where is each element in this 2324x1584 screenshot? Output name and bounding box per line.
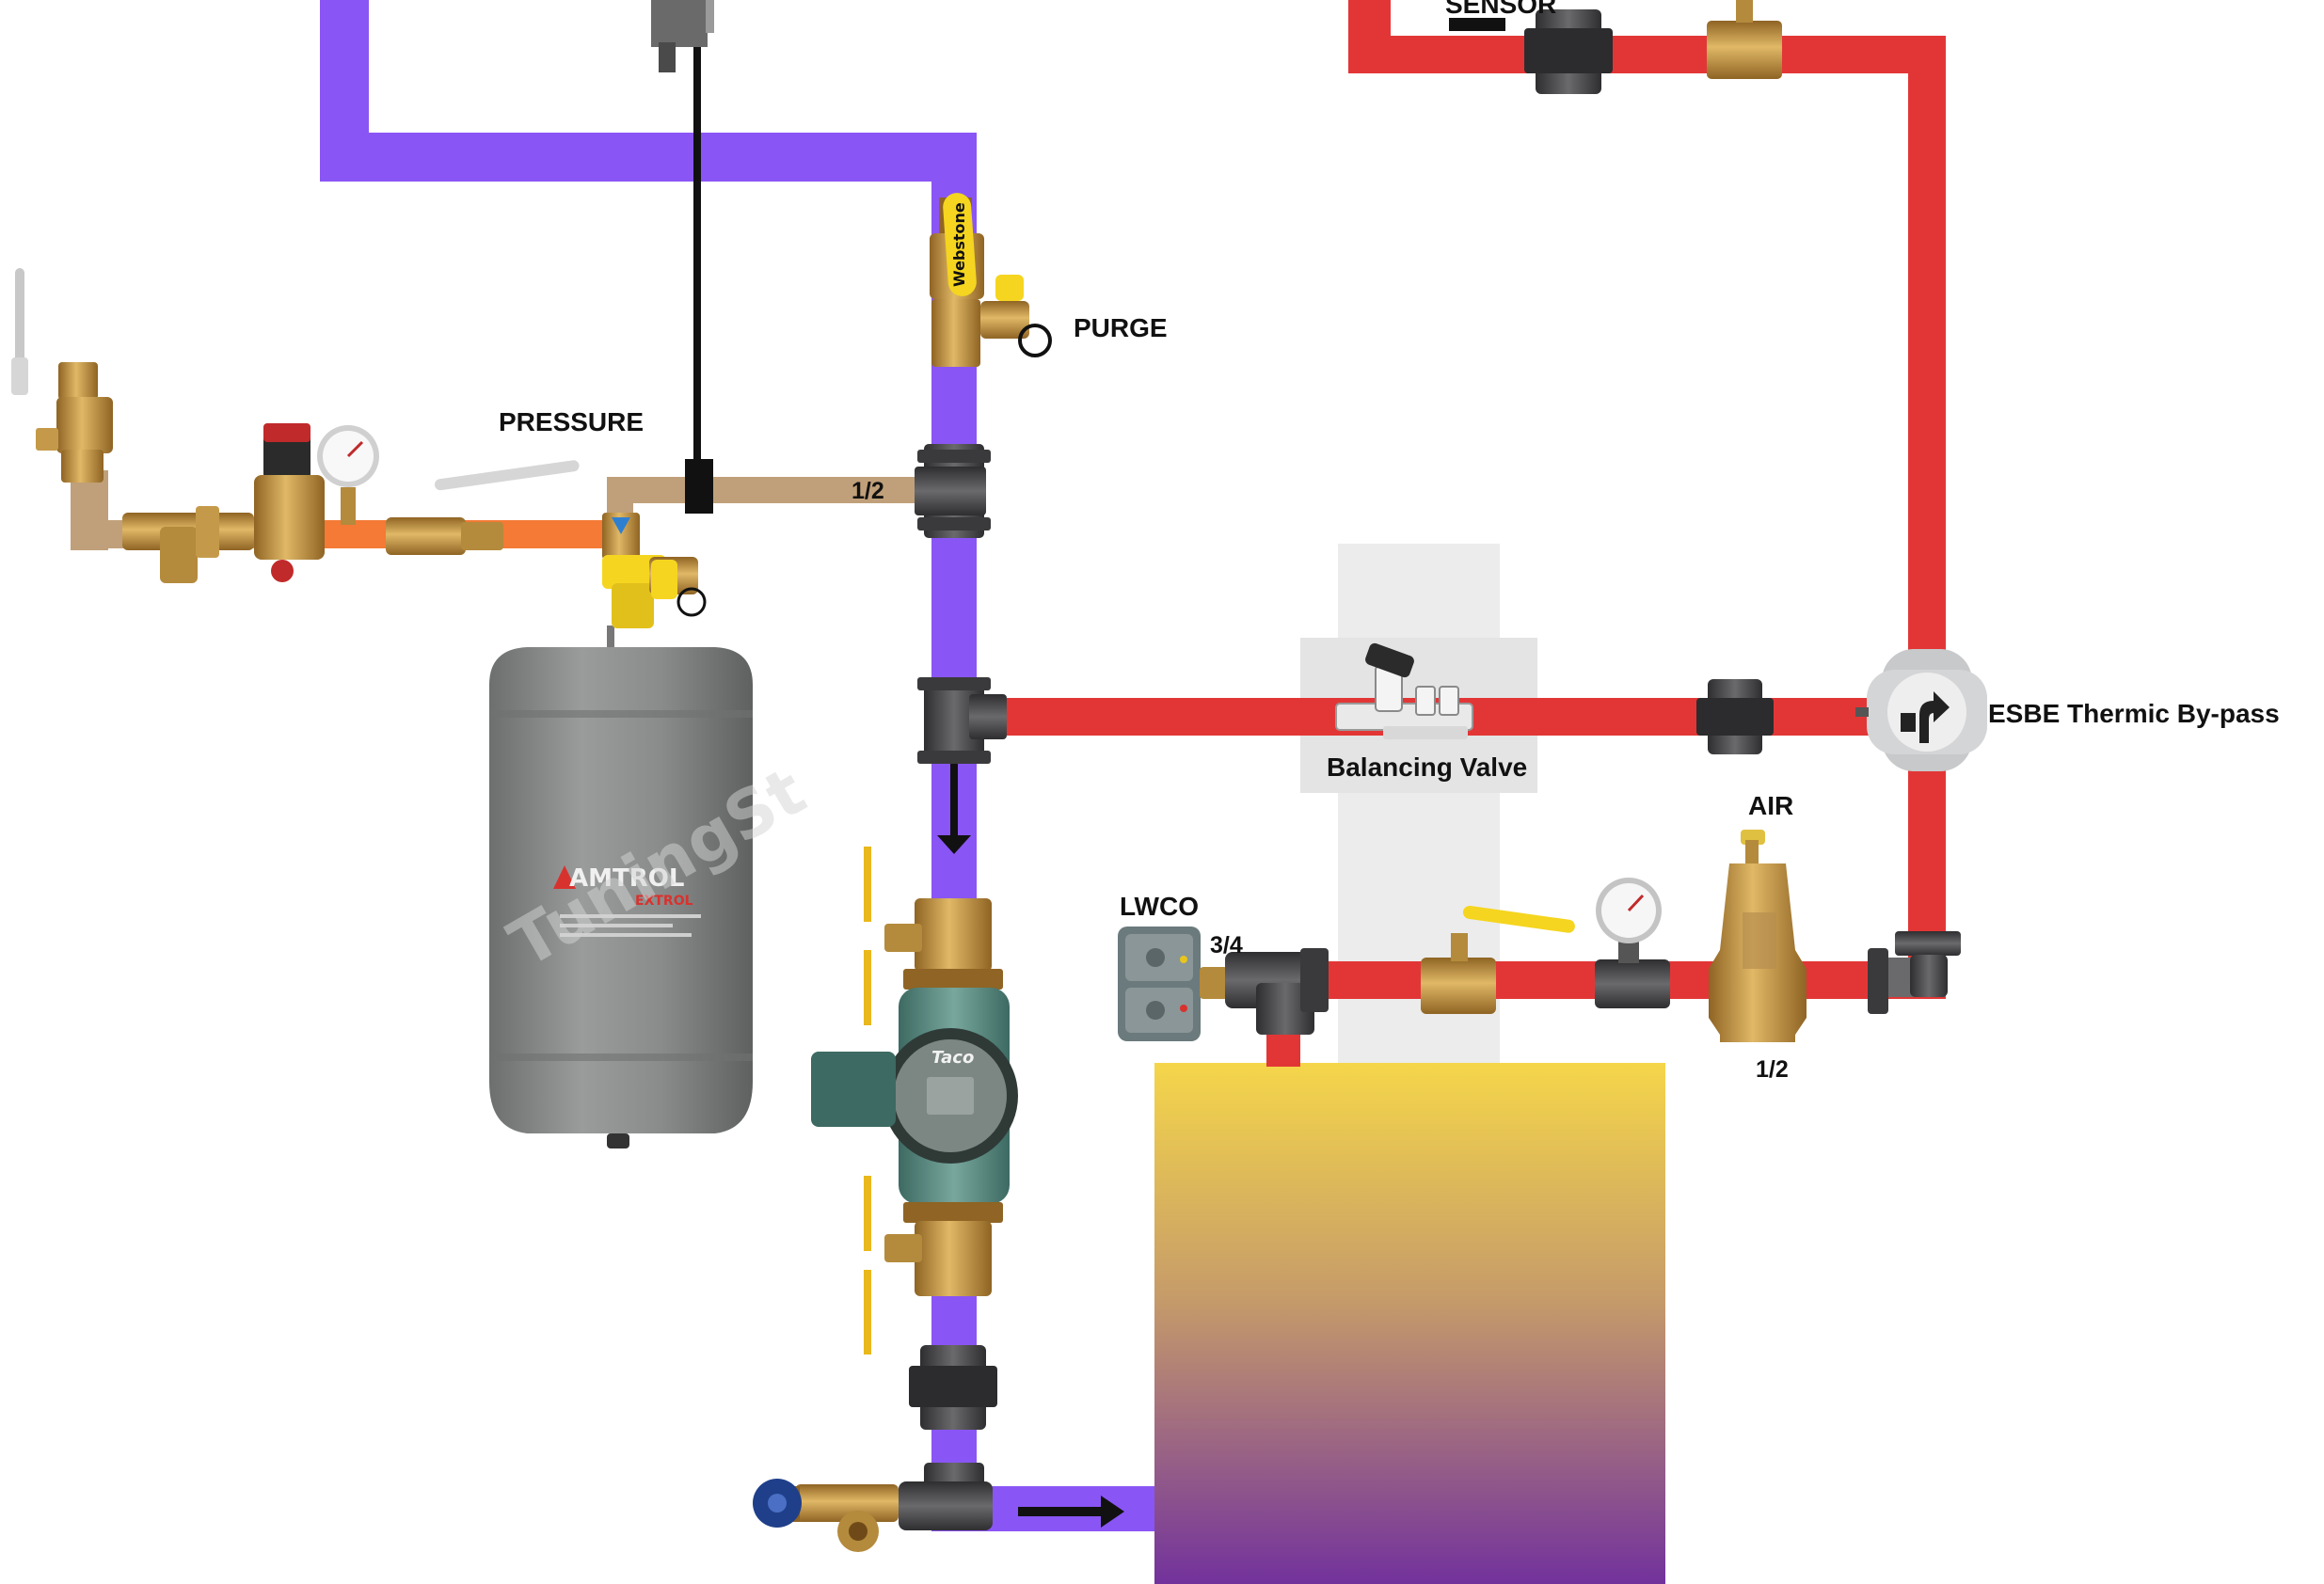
sensor-label: SENSOR [1445, 0, 1556, 19]
tank-service-valve [602, 513, 707, 628]
pressure-label: PRESSURE [499, 407, 644, 436]
bypass-arrow-icon [1919, 691, 1950, 743]
bypass-union [1696, 679, 1774, 754]
fill-pressure-gauge [317, 425, 379, 525]
pressure-reducing-valve [254, 423, 325, 582]
flow-arrow-right-icon [1018, 1496, 1124, 1528]
fill-ball-valve [386, 460, 580, 555]
tank-sub-brand: EXTROL [635, 894, 693, 909]
lwco-tee [1225, 948, 1329, 1035]
boiler-pressure-gauge [1595, 878, 1670, 1008]
balancing-valve [1335, 642, 1473, 739]
boiler-supply-ball-valve [1421, 905, 1575, 1014]
return-elbow [1868, 931, 1961, 1014]
boiler-drain-valve [753, 1479, 899, 1552]
purge-valve: Webstone [930, 193, 1052, 367]
makeup-ball-valve [11, 268, 113, 483]
lwco-pipe-size-label: 3/4 [1210, 932, 1243, 958]
backflow-preventer [122, 506, 254, 583]
sensor-bracket [651, 0, 714, 72]
supply-tee [917, 677, 1007, 764]
expansion-tank: AMTROL EXTROL TuningSt [489, 626, 818, 1148]
boiler [1154, 1063, 1665, 1584]
pump-brand: Taco [931, 1048, 974, 1068]
pressure-sensing-line [693, 0, 701, 470]
sensor-well-icon [1449, 18, 1505, 31]
air-separator [1709, 830, 1807, 1042]
purge-label: PURGE [1074, 313, 1168, 342]
supply-union [1524, 9, 1613, 94]
tank-connection-line [607, 477, 936, 533]
amtrol-logo-icon [553, 865, 576, 889]
lwco-label: LWCO [1120, 892, 1199, 921]
air-label: AIR [1748, 791, 1793, 820]
expansion-tee [915, 444, 991, 538]
valve-brand: Webstone [950, 202, 968, 287]
flow-arrow-down-icon [937, 764, 971, 854]
balancing-valve-label: Balancing Valve [1327, 752, 1527, 782]
lwco-control [1118, 927, 1228, 1041]
esbe-label: ESBE Thermic By-pass [1988, 699, 2280, 728]
air-pipe-size-label: 1/2 [1756, 1056, 1789, 1083]
lower-isolation-valve [864, 1176, 1003, 1354]
return-union [909, 1345, 997, 1430]
supply-ball-valve [1707, 0, 1782, 79]
esbe-bypass-valve [1855, 649, 1987, 771]
circulator-pump: Taco [811, 988, 1018, 1204]
upper-isolation-valve [864, 847, 1003, 1025]
tank-brand: AMTROL [569, 864, 684, 893]
pressure-pipe-size-label: 1/2 [852, 478, 884, 504]
pressure-sensing-tap [685, 459, 713, 514]
drain-tee [899, 1463, 993, 1530]
